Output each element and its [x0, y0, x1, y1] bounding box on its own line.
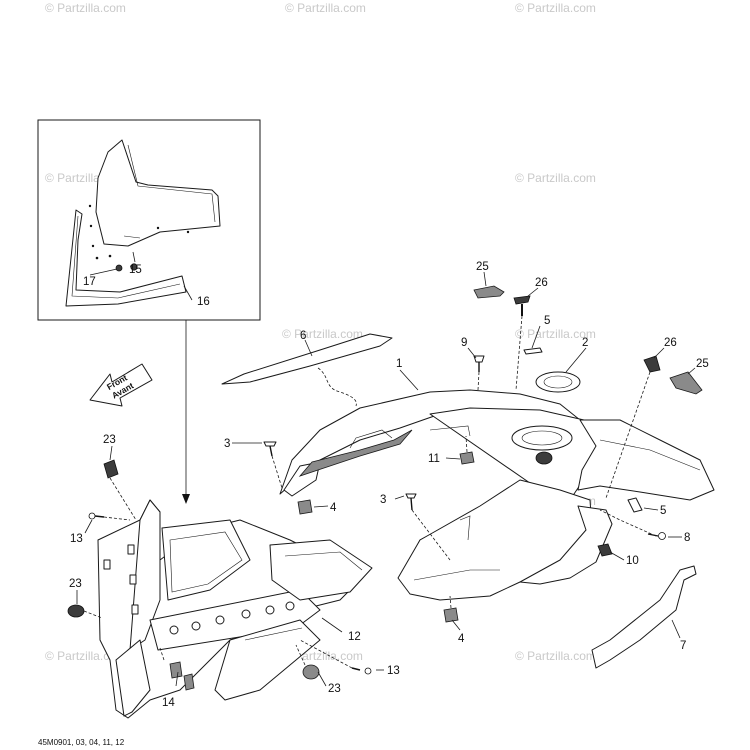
- callout-7: 7: [680, 640, 686, 652]
- hood-assembly: 1 2 3 3 4 4 5 5 6 7 8 9 10 11 25 26 26 2…: [221, 261, 715, 669]
- callout-25: 25: [476, 261, 489, 273]
- pin-icon: [523, 347, 543, 355]
- callout-5: 5: [660, 505, 666, 517]
- decal-strip: [221, 333, 393, 385]
- callout-3: 3: [380, 494, 386, 506]
- front-direction-arrow: Front Avant: [89, 363, 153, 407]
- bracket-icon: [669, 371, 703, 395]
- diagram-reference-code: 45M0901, 03, 04, 11, 12: [38, 738, 125, 747]
- callout-16: 16: [197, 296, 210, 308]
- callout-6: 6: [300, 330, 306, 342]
- screw-icon: [263, 441, 277, 457]
- screw-icon: [351, 667, 372, 675]
- callout-26: 26: [535, 277, 548, 289]
- callout-26: 26: [664, 337, 677, 349]
- callout-8: 8: [684, 532, 690, 544]
- callout-23: 23: [103, 434, 116, 446]
- screw-icon: [647, 532, 666, 540]
- support-bracket: [591, 565, 697, 669]
- callout-5: 5: [544, 315, 550, 327]
- windshield: [95, 139, 221, 247]
- front-panel: 23 13 23 12 13 23 14: [67, 434, 400, 719]
- callout-15: 15: [129, 264, 142, 276]
- callout-13: 13: [387, 665, 400, 677]
- watermark: © Partzilla.com: [285, 1, 366, 15]
- callout-2: 2: [582, 337, 588, 349]
- watermark: © Partzilla.com: [515, 649, 596, 663]
- grommet-icon: [103, 459, 119, 479]
- callout-11: 11: [428, 453, 440, 465]
- clip-icon: [443, 607, 459, 623]
- nut-icon: [597, 543, 613, 557]
- callout-10: 10: [626, 555, 639, 567]
- screw-icon: [513, 295, 531, 305]
- callout-12: 12: [348, 631, 361, 643]
- callout-14: 14: [162, 697, 175, 709]
- watermark: © Partzilla.com: [515, 171, 596, 185]
- nut-icon: [130, 263, 138, 271]
- callout-23: 23: [69, 578, 82, 590]
- watermark: © Partzilla.com: [282, 327, 363, 341]
- callout-4: 4: [458, 633, 465, 645]
- callout-13: 13: [70, 533, 83, 545]
- callout-9: 9: [461, 337, 467, 349]
- callout-3: 3: [224, 438, 230, 450]
- screw-icon: [88, 512, 105, 520]
- clip-icon: [297, 499, 313, 515]
- watermark: © Partzilla.com: [45, 649, 126, 663]
- screw-icon: [405, 493, 417, 511]
- bracket-icon: [473, 285, 505, 299]
- watermark: © Partzilla.com: [515, 327, 596, 341]
- callout-25: 25: [696, 358, 709, 370]
- clip-icon: [183, 673, 195, 691]
- pin-icon: [627, 497, 643, 513]
- gas-cap: [535, 371, 581, 393]
- callout-17: 17: [83, 276, 96, 288]
- watermark: © Partzilla.com: [515, 1, 596, 15]
- push-rivet-icon: [473, 355, 485, 372]
- callout-1: 1: [396, 358, 402, 370]
- watermark: © Partzilla.com: [45, 1, 126, 15]
- windshield-inset: 17 15 16: [37, 119, 261, 321]
- grommet-icon: [302, 664, 320, 680]
- clip-icon: [459, 451, 475, 465]
- rivet-icon: [115, 264, 123, 272]
- grommet-icon: [67, 604, 85, 618]
- callout-4: 4: [330, 502, 337, 514]
- screw-icon: [643, 355, 661, 373]
- callout-23: 23: [328, 683, 341, 695]
- clip-icon: [169, 661, 183, 679]
